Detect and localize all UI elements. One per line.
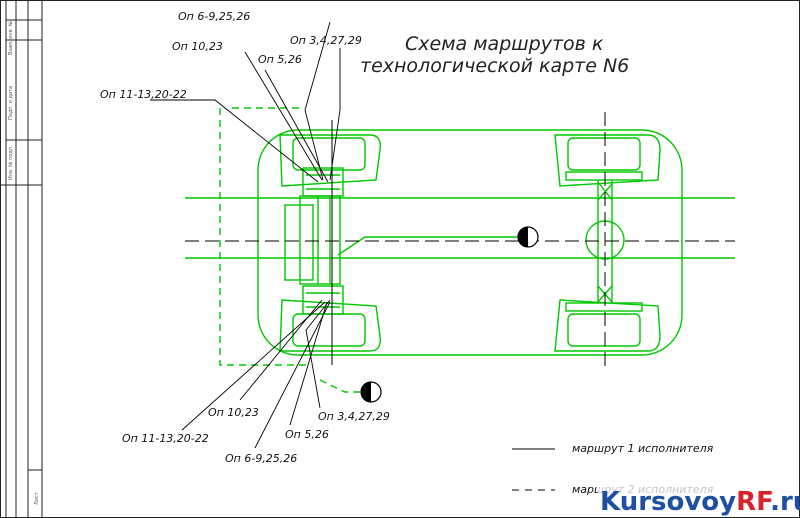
route-marker-2 [360,381,382,403]
frame-side-text-3: Взам. инв. № [8,20,14,55]
leader-lines-bottom [181,299,331,449]
diagram-title-line1: Схема маршрутов к [405,33,604,55]
label-top-op-11-13: Оп 11-13,20-22 [100,88,187,101]
legend-route-1: маршрут 1 исполнителя [572,442,714,455]
frame-stamp: Лист [34,492,40,505]
label-bottom-op-6-9: Оп 6-9,25,26 [225,452,297,465]
label-bottom-op-11-13: Оп 11-13,20-22 [122,432,209,445]
svg-text:KursovoyRF.ru: KursovoyRF.ru [600,487,800,517]
label-bottom-op-3-4: Оп 3,4,27,29 [318,410,390,423]
label-bottom-op-10: Оп 10,23 [208,406,259,419]
route-marker-1 [517,226,539,248]
watermark: KursovoyRF.ru [598,476,800,517]
leader-lines-top [150,21,341,183]
watermark-part-1: Kursovoy [600,487,736,517]
label-bottom-op-5: Оп 5,26 [285,428,329,441]
watermark-part-3: .ru [770,487,800,517]
centre-lines [185,112,735,372]
vehicle-drawing [185,107,735,393]
frame-side-text-2: Подп. и дата [8,86,14,120]
label-top-op-5: Оп 5,26 [258,53,302,66]
label-top-op-3-4: Оп 3,4,27,29 [290,34,362,47]
watermark-part-2: RF [736,487,772,517]
label-top-op-10: Оп 10,23 [172,40,223,53]
frame-side-text-1: Инв. № подл. [8,145,14,180]
label-top-op-6-9: Оп 6-9,25,26 [178,10,250,23]
diagram-title-line2: технологической карте N6 [360,55,629,77]
